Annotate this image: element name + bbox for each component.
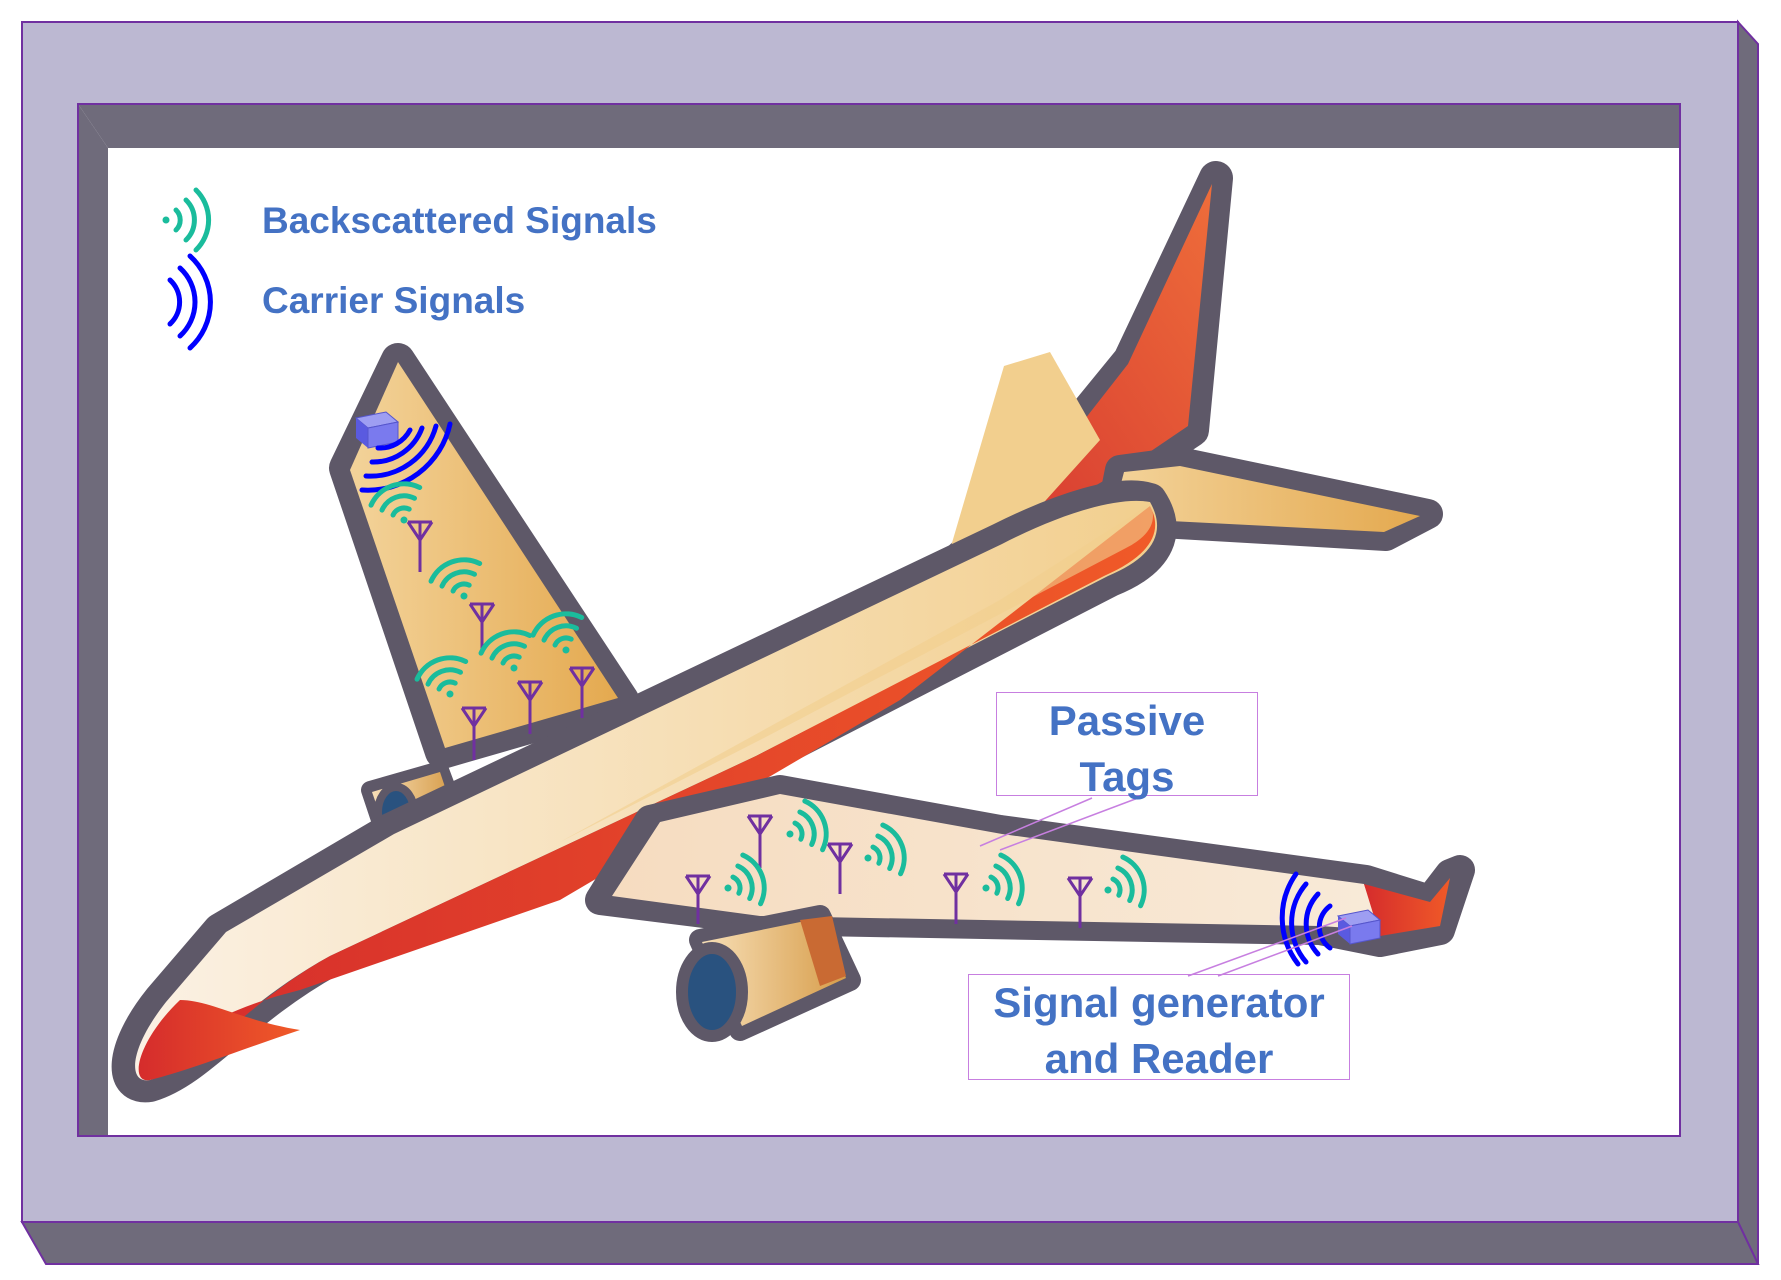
wifi-wave-icon	[530, 611, 585, 654]
legend-backscattered-label: Backscattered Signals	[262, 200, 657, 241]
antenna-icon	[826, 842, 854, 894]
legend-carrier-label: Carrier Signals	[262, 280, 526, 321]
wifi-wave-icon	[368, 481, 423, 524]
passive-tags-callout: Passive Tags	[996, 692, 1258, 800]
antenna-icon	[406, 520, 434, 572]
reader-line-2: and Reader	[1044, 1035, 1274, 1082]
antenna-icon	[460, 706, 488, 760]
wifi-wave-icon	[786, 798, 829, 853]
radio-wave-icon	[167, 253, 213, 351]
antenna-icon	[746, 814, 774, 868]
frame-inner-top-wall	[78, 104, 1680, 148]
antenna-icon	[468, 602, 496, 654]
radio-wave-icon	[1279, 871, 1333, 967]
wifi-wave-icon	[982, 852, 1025, 907]
nose-red	[138, 1000, 300, 1081]
antenna-icon	[568, 666, 596, 718]
antenna-icon	[684, 874, 712, 924]
passive-tags-line-1: Passive	[1048, 697, 1206, 744]
passive-tags-line-2: Tags	[1079, 753, 1175, 800]
frame-inner-left-wall	[78, 104, 108, 1136]
antenna-icon	[516, 680, 544, 734]
box-device-icon	[354, 411, 400, 449]
box-device-icon	[1336, 909, 1382, 945]
frame-outer-bottom-side	[20, 1221, 1760, 1265]
callout-leaders	[979, 797, 1353, 977]
reader-callout: Signal generator and Reader	[968, 974, 1350, 1082]
reader-left-wingtip	[354, 411, 453, 493]
reader-right-wingtip	[1279, 871, 1382, 967]
wifi-wave-icon	[414, 655, 469, 698]
passive-tags	[368, 481, 1147, 928]
airplane	[111, 161, 1475, 1103]
wifi-wave-icon	[864, 822, 907, 877]
legend	[162, 187, 213, 351]
wifi-wave-icon	[724, 852, 767, 907]
wifi-wave-icon	[162, 187, 212, 253]
reader-line-1: Signal generator	[993, 979, 1325, 1026]
right-engine	[676, 905, 861, 1042]
fuselage	[111, 480, 1177, 1103]
wifi-wave-icon	[1104, 854, 1147, 909]
radio-wave-icon	[359, 421, 453, 493]
wifi-wave-icon	[428, 557, 483, 600]
frame-outer-right-side	[1737, 19, 1759, 1265]
antenna-icon	[942, 872, 970, 924]
wifi-wave-icon	[478, 629, 533, 672]
antenna-icon	[1066, 876, 1094, 928]
fuselage-red-belly	[152, 506, 1156, 1078]
